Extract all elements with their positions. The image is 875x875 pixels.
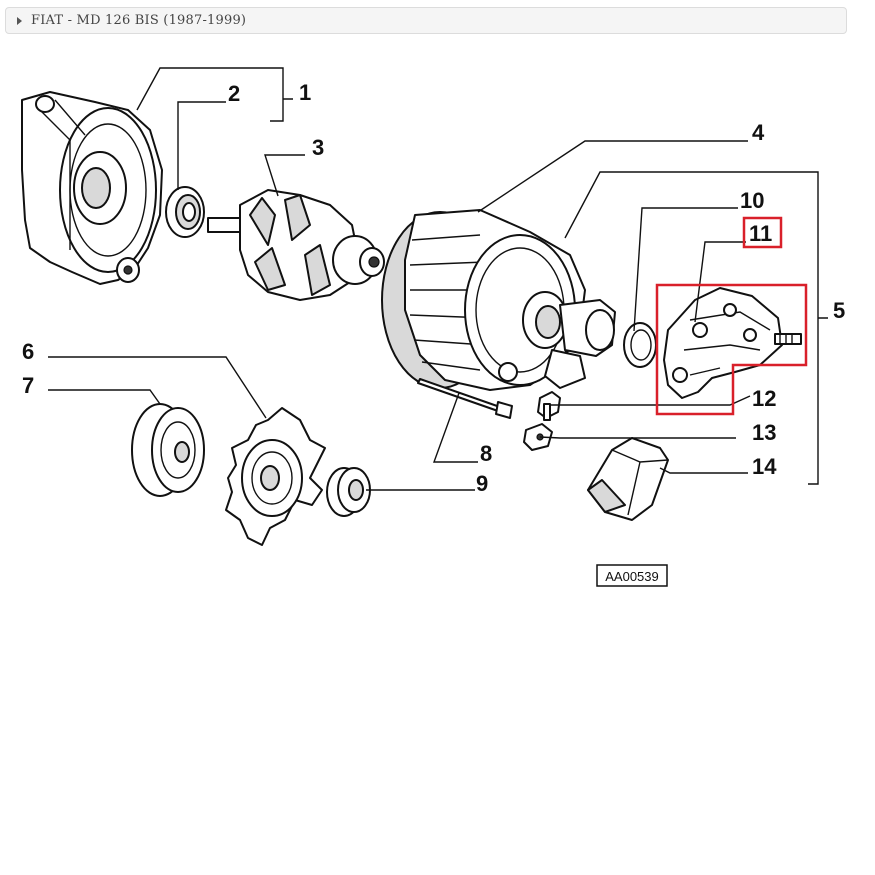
drawing-code-box: AA00539 bbox=[596, 564, 668, 587]
part-label-5[interactable]: 5 bbox=[833, 298, 845, 323]
part-14-regulator-cover[interactable] bbox=[587, 437, 669, 521]
part-9-spacer[interactable] bbox=[326, 467, 371, 517]
part-label-8[interactable]: 8 bbox=[480, 441, 492, 466]
part-number-labels: 1 2 3 4 5 6 7 8 9 10 11 12 13 14 bbox=[22, 80, 845, 496]
breadcrumb-header[interactable]: FIAT - MD 126 BIS (1987-1999) bbox=[5, 7, 847, 34]
part-4-stator-housing[interactable] bbox=[381, 209, 616, 391]
part-label-14[interactable]: 14 bbox=[752, 454, 777, 479]
part-10-o-ring[interactable] bbox=[623, 322, 657, 368]
part-label-13[interactable]: 13 bbox=[752, 420, 776, 445]
part-11-rectifier-plate[interactable] bbox=[663, 287, 802, 399]
part-6-fan[interactable] bbox=[225, 407, 326, 546]
part-label-2[interactable]: 2 bbox=[228, 81, 240, 106]
part-label-9[interactable]: 9 bbox=[476, 471, 488, 496]
part-12-brush[interactable] bbox=[537, 391, 561, 421]
part-7-pulley[interactable] bbox=[131, 403, 205, 497]
part-label-6[interactable]: 6 bbox=[22, 339, 34, 364]
part-label-11[interactable]: 11 bbox=[749, 221, 772, 246]
triangle-right-icon[interactable] bbox=[17, 16, 22, 25]
part-label-10[interactable]: 10 bbox=[740, 188, 764, 213]
vehicle-model-title: FIAT - MD 126 BIS (1987-1999) bbox=[31, 13, 247, 28]
part-label-4[interactable]: 4 bbox=[752, 120, 765, 145]
part-1-end-housing[interactable] bbox=[21, 91, 163, 285]
part-label-12[interactable]: 12 bbox=[752, 386, 776, 411]
part-label-3[interactable]: 3 bbox=[312, 135, 324, 160]
drawing-code-label: AA00539 bbox=[605, 569, 659, 584]
highlight-part-11 bbox=[655, 216, 808, 416]
leader-lines bbox=[48, 67, 828, 491]
part-label-1[interactable]: 1 bbox=[299, 80, 311, 105]
part-3-rotor[interactable] bbox=[207, 189, 385, 301]
part-2-bearing[interactable] bbox=[165, 186, 205, 238]
part-label-7[interactable]: 7 bbox=[22, 373, 34, 398]
